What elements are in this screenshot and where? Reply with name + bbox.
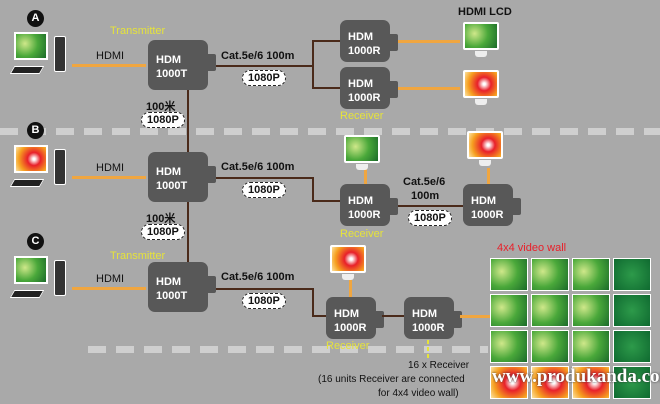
cat-cable (312, 40, 340, 42)
cat-cable (398, 205, 463, 207)
cat-cable (216, 65, 314, 67)
computer-icon (9, 32, 68, 82)
hdmi-label: HDMI (96, 273, 125, 285)
section-divider (0, 128, 660, 135)
hdmi-lcd-label: HDMI LCD (458, 6, 512, 18)
video-wall (490, 258, 651, 399)
distance-label: 100米 (146, 213, 176, 225)
cat-cable (312, 87, 340, 89)
cat-cable (312, 200, 340, 202)
hdmi-cable (398, 87, 460, 90)
receiver-note: (16 units Receiver are connected (318, 374, 465, 385)
hdmi-cable (72, 64, 146, 67)
resolution-badge: 1080P (242, 293, 286, 309)
connector-dashes (427, 340, 429, 360)
receiver-label: Receiver (340, 110, 384, 122)
transmitter-label: Transmitter (110, 25, 166, 37)
cable-label: Cat.5e/6 100m (221, 271, 295, 283)
hdmi-label: HDMI (96, 50, 125, 62)
computer-icon (9, 145, 68, 195)
hdmi-cable (460, 315, 490, 318)
receiver-note: for 4x4 video wall) (378, 388, 459, 399)
cable-label: Cat.5e/6 (403, 176, 446, 188)
cat-cable (312, 40, 314, 88)
receiver-label: Receiver (326, 340, 370, 352)
cat-cable (187, 202, 189, 262)
hdmi-cable (398, 40, 460, 43)
hdmi-cable (349, 280, 352, 297)
receiver-label: Receiver (340, 228, 384, 240)
cat-cable (216, 177, 314, 179)
cat-cable (312, 288, 314, 316)
resolution-badge: 1080P (242, 70, 286, 86)
cable-label: Cat.5e/6 100m (221, 161, 295, 173)
distance-label: 100米 (146, 101, 176, 113)
hdmi-cable (72, 176, 146, 179)
resolution-badge: 1080P (141, 224, 185, 240)
hdmi-cable (72, 287, 146, 290)
monitor-icon (344, 135, 380, 170)
cat-cable (312, 315, 326, 317)
hdmi-cable (364, 168, 367, 184)
section-a-marker: A (27, 10, 44, 27)
hdmi-cable (487, 168, 490, 184)
cat-cable (216, 288, 314, 290)
computer-icon (9, 256, 68, 306)
hdmi-label: HDMI (96, 162, 125, 174)
video-wall-title: 4x4 video wall (497, 242, 567, 254)
monitor-icon (463, 70, 499, 105)
monitor-icon (463, 22, 499, 57)
cable-label: 100m (411, 190, 440, 202)
section-c-marker: C (27, 233, 44, 250)
cat-cable (382, 315, 404, 317)
cat-cable (187, 90, 189, 152)
cable-label: Cat.5e/6 100m (221, 50, 295, 62)
resolution-badge: 1080P (408, 210, 452, 226)
cat-cable (312, 177, 314, 201)
monitor-icon (330, 245, 366, 280)
transmitter-label: Transmitter (110, 250, 166, 262)
monitor-icon (467, 131, 503, 166)
section-divider (88, 346, 488, 353)
resolution-badge: 1080P (141, 112, 185, 128)
watermark: www.produkanda.com (492, 366, 660, 387)
receiver-count-label: 16 x Receiver (408, 360, 470, 371)
resolution-badge: 1080P (242, 182, 286, 198)
section-b-marker: B (27, 122, 44, 139)
